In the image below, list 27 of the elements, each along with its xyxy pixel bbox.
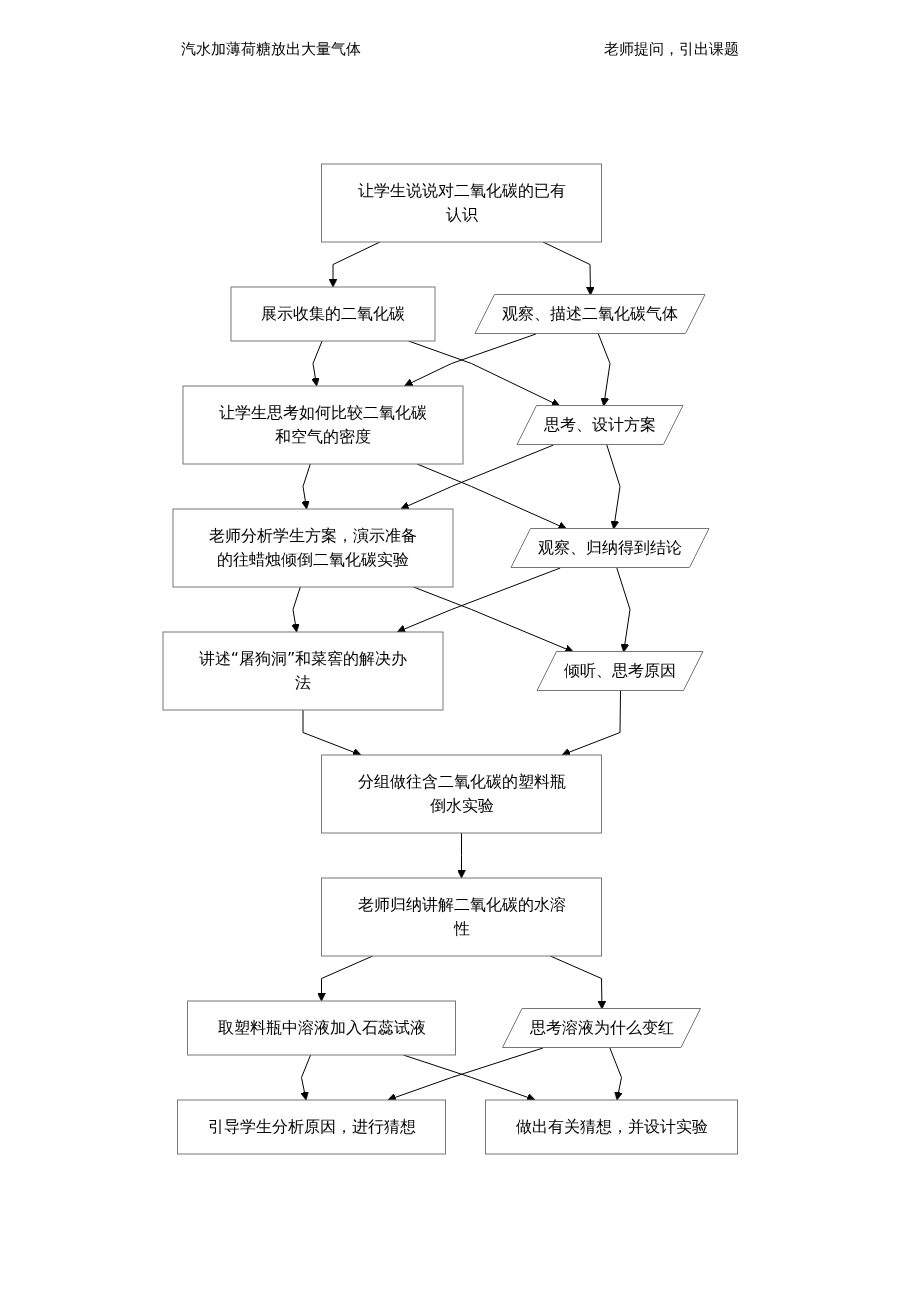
arrow xyxy=(290,586,301,633)
arrow xyxy=(302,709,362,757)
arrow xyxy=(597,333,611,407)
node-box: 分组做往含二氧化碳的塑料瓶倒水实验 xyxy=(320,754,602,834)
arrow xyxy=(299,1054,311,1101)
node-box: 老师归纳讲解二氧化碳的水溶性 xyxy=(320,877,602,957)
arrow xyxy=(609,1047,623,1101)
node-box: 取塑料瓶中溶液加入石蕊试液 xyxy=(186,1000,456,1056)
arrow xyxy=(387,1047,544,1102)
arrow xyxy=(310,340,323,387)
arrow xyxy=(403,333,537,387)
arrow xyxy=(606,444,621,530)
arrow xyxy=(400,444,554,510)
node-box: 让学生说说对二氧化碳的已有认识 xyxy=(320,163,602,243)
node-box: 老师分析学生方案，演示准备的往蜡烛倾倒二氧化碳实验 xyxy=(172,508,454,588)
arrow xyxy=(561,690,621,757)
node-box: 展示收集的二氧化碳 xyxy=(230,286,436,342)
node-box: 引导学生分析原因，进行猜想 xyxy=(176,1099,446,1155)
node-box: 让学生思考如何比较二氧化碳和空气的密度 xyxy=(182,385,464,465)
arrow xyxy=(396,567,561,634)
node-box: 做出有关猜想，并设计实验 xyxy=(484,1099,738,1155)
note-text: 汽水加薄荷糖放出大量气体 xyxy=(181,40,362,59)
arrow xyxy=(616,567,631,653)
arrow xyxy=(300,463,311,510)
arrow xyxy=(456,832,466,879)
node-box: 讲述“屠狗洞”和菜窖的解决办法 xyxy=(162,631,444,711)
note-text: 老师提问，引出课题 xyxy=(603,40,739,59)
